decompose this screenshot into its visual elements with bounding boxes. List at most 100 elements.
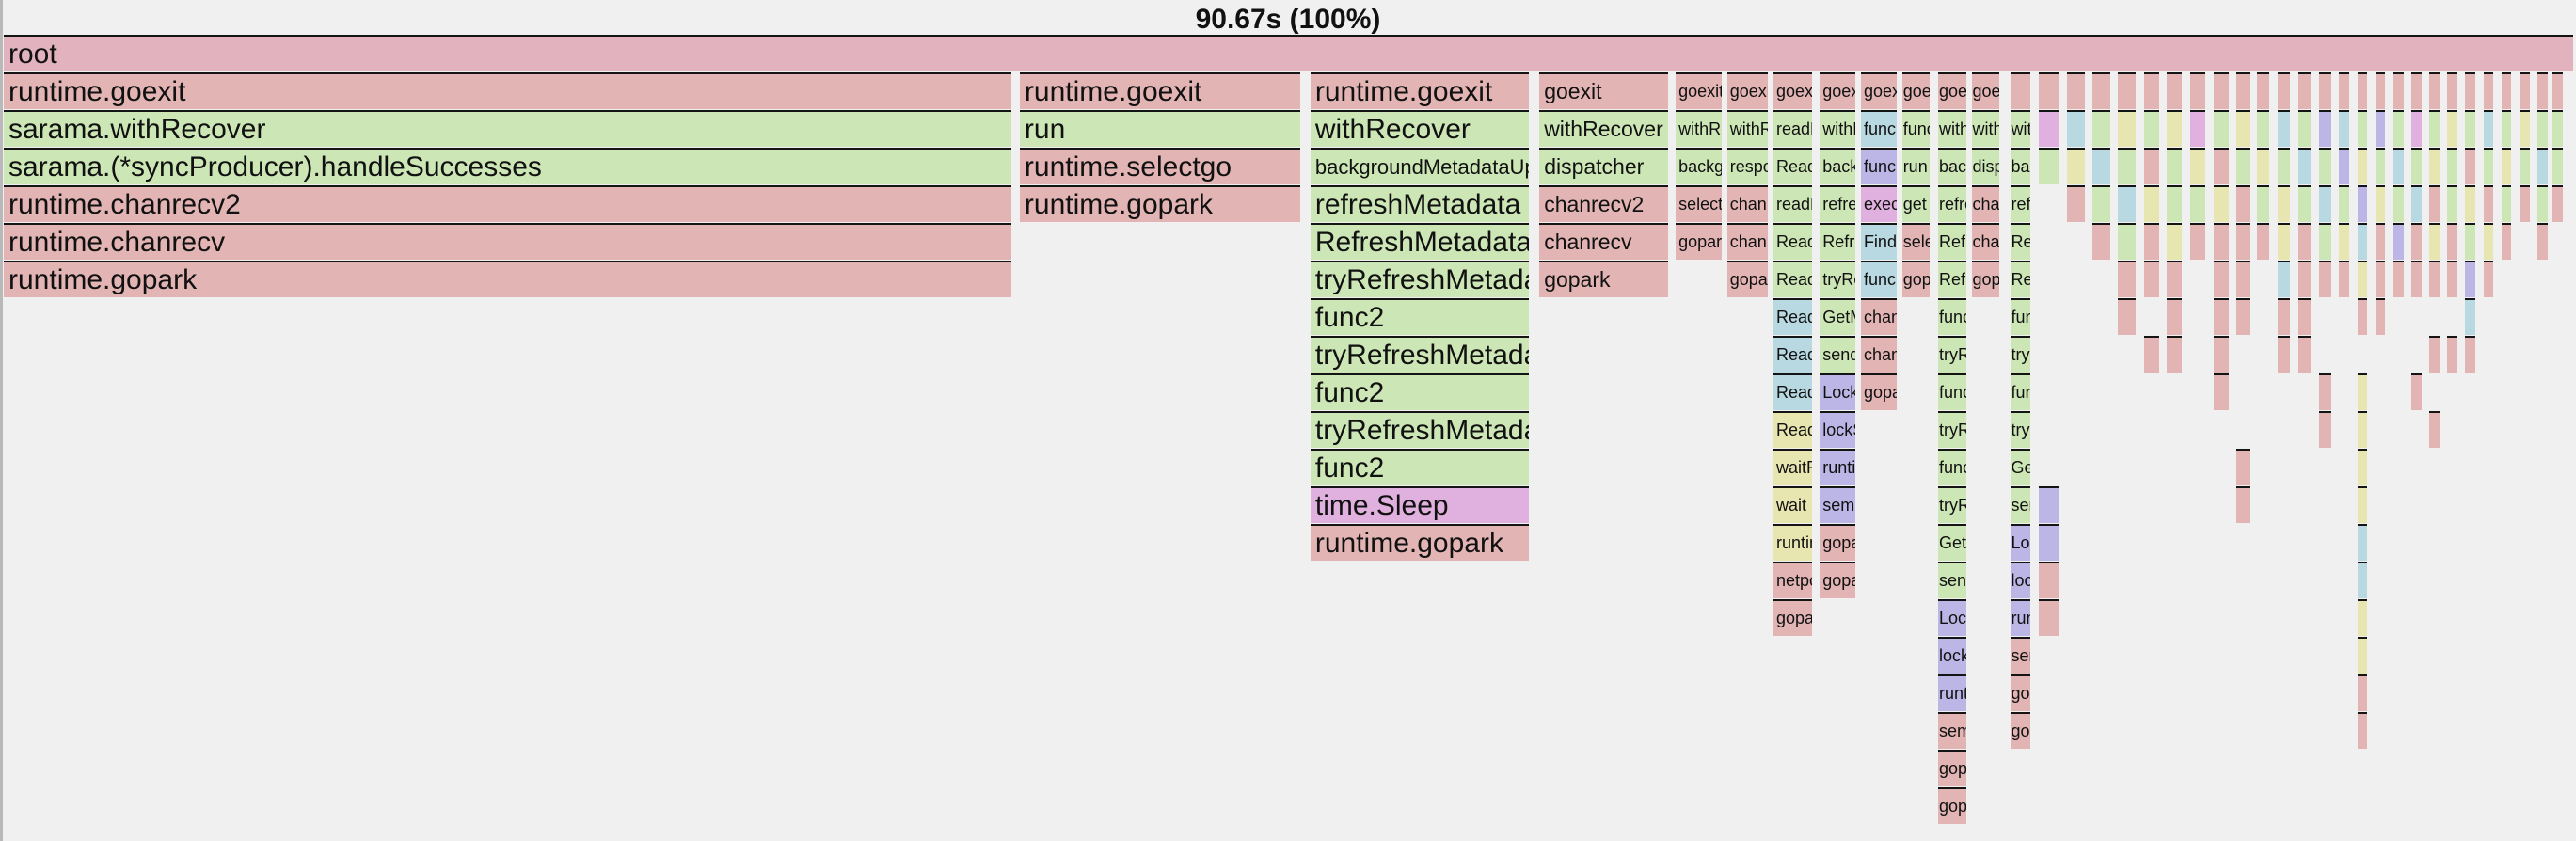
frame[interactable]: runtime.gopark [1019,185,1300,222]
frame[interactable] [2552,110,2564,147]
frame[interactable] [2066,185,2085,222]
frame[interactable]: runtime.selectgo [1019,148,1300,184]
frame[interactable]: backgroundMetadataUpdater [1820,148,1856,184]
frame[interactable] [2092,223,2110,260]
frame[interactable]: ReadFull [1773,373,1812,410]
frame[interactable]: FindCoordinator [1860,223,1897,260]
frame[interactable] [2447,185,2457,222]
frame[interactable] [2143,336,2159,373]
frame[interactable]: runtime_SemacquireMutex [1820,449,1856,485]
frame[interactable]: tryRefreshMetadata [1310,261,1529,297]
frame[interactable] [2393,72,2404,109]
frame[interactable] [2357,298,2368,335]
frame[interactable] [2167,72,2183,109]
frame[interactable]: chanrecv [1539,223,1668,260]
frame[interactable] [2447,261,2457,297]
frame[interactable] [2429,185,2440,222]
frame[interactable] [2429,223,2440,260]
frame[interactable]: run [1901,148,1931,184]
frame[interactable]: waitRead [1773,449,1812,485]
frame[interactable] [2357,524,2368,561]
frame[interactable] [2236,449,2250,485]
frame[interactable] [2143,223,2159,260]
frame[interactable] [2375,148,2386,184]
frame[interactable] [2213,148,2229,184]
frame[interactable] [2465,336,2476,373]
frame[interactable] [2519,148,2530,184]
frame[interactable] [2465,185,2476,222]
frame[interactable]: goparkunlock [1937,750,1966,786]
frame[interactable] [2536,223,2548,260]
frame[interactable]: GetMetadata [2010,449,2031,485]
frame[interactable] [2010,72,2031,109]
frame[interactable] [2519,185,2530,222]
frame[interactable] [2447,72,2457,109]
frame[interactable] [2066,110,2085,147]
frame[interactable] [2552,185,2564,222]
frame[interactable]: tryRefreshMetadata [2010,411,2031,448]
frame[interactable] [2318,261,2331,297]
frame[interactable] [2213,223,2229,260]
frame[interactable] [2236,298,2250,335]
frame[interactable] [2429,411,2440,448]
frame[interactable] [2256,185,2270,222]
frame[interactable] [2277,148,2291,184]
frame[interactable] [2393,148,2404,184]
frame[interactable] [2167,223,2183,260]
frame[interactable] [2277,298,2291,335]
frame[interactable] [2066,148,2085,184]
frame[interactable]: lockSlow [2010,562,2031,598]
frame[interactable]: responseFeeder [1726,148,1769,184]
frame[interactable]: func2 [1310,373,1529,410]
frame[interactable]: sendAndReceive [2010,486,2031,523]
frame[interactable] [2429,336,2440,373]
frame[interactable] [2357,562,2368,598]
frame[interactable] [2236,110,2250,147]
frame[interactable] [2357,110,2368,147]
frame[interactable]: refreshMetadata [1310,185,1529,222]
frame[interactable] [2536,185,2548,222]
frame[interactable]: refreshMetadata [1937,185,1966,222]
frame[interactable] [2357,223,2368,260]
frame[interactable] [2298,298,2312,335]
frame[interactable] [2277,72,2291,109]
frame[interactable]: tryRefreshMetadata [1310,336,1529,373]
frame[interactable] [2277,185,2291,222]
frame[interactable] [2298,223,2312,260]
frame[interactable] [2375,72,2386,109]
frame[interactable]: semacquire1 [1820,486,1856,523]
frame[interactable]: gopark [2010,712,2031,749]
frame[interactable]: runtime.goexit [4,72,1012,109]
frame[interactable]: lockSlow [1820,411,1856,448]
frame[interactable]: gopark [1676,223,1723,260]
frame[interactable]: gopark [1937,787,1966,824]
frame[interactable] [2189,223,2206,260]
frame[interactable] [2189,110,2206,147]
frame[interactable]: ReadFull [1773,336,1812,373]
frame[interactable]: goexit [1773,72,1812,109]
frame[interactable] [2143,72,2159,109]
frame[interactable] [2501,110,2512,147]
frame[interactable] [2256,223,2270,260]
frame[interactable]: RefreshMetadata [1820,223,1856,260]
frame[interactable] [2143,148,2159,184]
frame[interactable]: gopark [1726,261,1769,297]
frame[interactable]: chanrecv2 [1726,185,1769,222]
frame[interactable] [2465,72,2476,109]
frame[interactable]: Lock [1820,373,1856,410]
frame[interactable]: func2 [1937,373,1966,410]
frame[interactable]: gopark [1773,599,1812,636]
frame[interactable] [2318,148,2331,184]
frame[interactable] [2357,599,2368,636]
frame[interactable]: runtime.goexit [1019,72,1300,109]
frame[interactable]: backgroundMetadataUpdater [1937,148,1966,184]
frame[interactable]: tryRefreshMetadata [1937,486,1966,523]
frame[interactable]: get [1901,185,1931,222]
frame[interactable] [2429,148,2440,184]
frame[interactable] [2213,110,2229,147]
frame[interactable]: withRecover [1937,110,1966,147]
frame[interactable] [2411,185,2422,222]
frame[interactable] [2236,261,2250,297]
frame[interactable]: goexit [1901,72,1931,109]
frame[interactable] [2447,110,2457,147]
